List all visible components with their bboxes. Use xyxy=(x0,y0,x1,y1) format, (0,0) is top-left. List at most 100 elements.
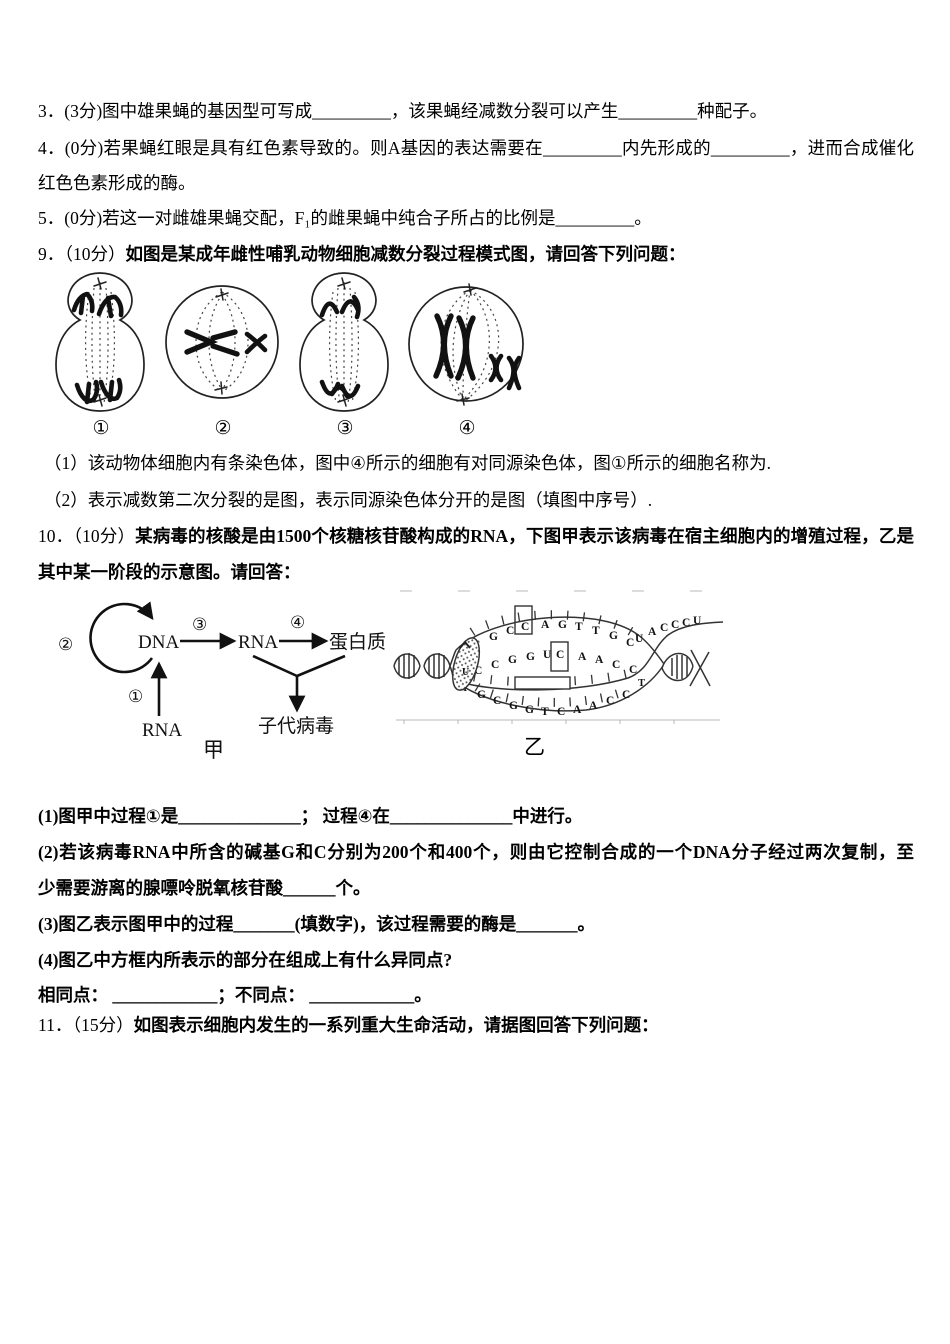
base-letter: C xyxy=(671,619,679,631)
question-11-text: 如图表示细胞内发生的一系列重大生命活动，请据图回答下列问题： xyxy=(133,1015,659,1035)
base-letter: G xyxy=(477,689,486,701)
cell-3-label: ③ xyxy=(336,417,354,439)
base-letter: C xyxy=(557,706,565,718)
question-11-number: 11．（15分） xyxy=(38,1015,134,1035)
diagram-jia-label: 甲 xyxy=(203,738,224,762)
question-4-line1: 4．(0分)若果蝇红眼是具有红色素导致的。则A基因的表达需要在_________… xyxy=(38,138,914,158)
base-letter: U xyxy=(693,615,702,627)
cell-diagram-4: ④ xyxy=(406,270,528,439)
base-letter: T xyxy=(592,625,600,637)
base-letter: T xyxy=(541,706,549,718)
question-10-text: 某病毒的核酸是由1500个核糖核苷酸构成的RNA，下图甲表示该病毒在宿主细胞内的… xyxy=(135,526,914,546)
base-letter: C xyxy=(612,659,620,671)
dna-self-replication-loop-arrow xyxy=(89,601,154,674)
step-2-circle: ② xyxy=(58,635,73,655)
dna-node: DNA xyxy=(138,632,179,653)
cell-1-label: ① xyxy=(92,417,110,439)
rna-strand-bases: C C G G U C A A C C xyxy=(474,641,637,677)
base-letter: U xyxy=(543,649,552,661)
diagram-yi: C G C C A G T T G C C C G G U C A xyxy=(392,578,727,765)
base-letter: G xyxy=(609,630,618,642)
template-strand-bases: C G C C A G T T G C xyxy=(472,605,634,651)
meiosis-cell-3-figure xyxy=(299,272,389,412)
right-dna-helix xyxy=(661,649,711,687)
diagram-jia: ② DNA ③ RNA ④ 蛋白质 子代病毒 ① RNA 甲 xyxy=(40,590,400,767)
protein-node: 蛋白质 xyxy=(329,631,386,653)
base-letter: G xyxy=(489,631,498,643)
offspring-virus-node: 子代病毒 xyxy=(258,715,334,737)
cell-diagram-3: ③ xyxy=(284,270,406,439)
bottom-guide-line xyxy=(396,719,720,724)
base-letter: T xyxy=(462,684,469,694)
highlight-box-empty xyxy=(514,676,571,690)
base-letter: C xyxy=(491,659,499,671)
boxed-base-top xyxy=(514,605,533,635)
base-letter: U xyxy=(635,633,644,645)
meiosis-cell-2-figure xyxy=(165,285,279,399)
question-10-sub3: (3)图乙表示图甲中的过程_______(填数字)，该过程需要的酶是______… xyxy=(38,914,596,934)
question-9-text: 如图是某成年雌性哺乳动物细胞减数分裂过程模式图，请回答下列问题： xyxy=(125,244,686,264)
question-9-sub2: （2）表示减数第二次分裂的是图，表示同源染色体分开的是图（填图中序号）. xyxy=(44,490,653,510)
base-letter: C xyxy=(474,665,482,677)
coding-strand-curve xyxy=(453,665,664,712)
question-10-sub4-answers: 相同点： ____________；不同点： ____________。 xyxy=(38,985,432,1005)
base-letter: T xyxy=(638,678,645,689)
question-10-sub4: (4)图乙中方框内所表示的部分在组成上有什么异同点? xyxy=(38,950,453,970)
question-9-sub1: （1）该动物体细胞内有条染色体，图中④所示的细胞有对同源染色体，图①所示的细胞名… xyxy=(44,453,771,473)
base-letter: A xyxy=(648,626,657,638)
base-letter: C xyxy=(629,664,637,676)
base-letter: C xyxy=(506,625,514,637)
base-letter: G xyxy=(526,651,535,663)
question-10-stem-line1: 10．（10分）某病毒的核酸是由1500个核糖核苷酸构成的RNA，下图甲表示该病… xyxy=(38,525,914,547)
rna-polymerase-enzyme: U xyxy=(451,637,481,691)
base-letter: G xyxy=(558,619,567,631)
virus-replication-flow-figure: ② DNA ③ RNA ④ 蛋白质 子代病毒 ① RNA 甲 xyxy=(58,601,386,762)
cell-diagram-1: ① xyxy=(40,270,162,439)
base-letter: G xyxy=(509,700,518,712)
base-letter: C xyxy=(606,695,614,707)
base-letter: G xyxy=(508,654,517,666)
base-letter: G xyxy=(525,704,534,716)
base-letter: A xyxy=(595,654,604,666)
boxed-base-rna xyxy=(550,641,569,672)
step-4-circle: ④ xyxy=(290,613,305,633)
base-letter: C xyxy=(556,649,564,661)
enzyme-base-letter: U xyxy=(462,667,469,678)
base-letter: C xyxy=(521,621,529,633)
base-letter: T xyxy=(575,621,583,633)
base-letter: C xyxy=(626,637,634,649)
question-10-sub1: (1)图甲中过程①是______________； 过程④在__________… xyxy=(38,806,583,826)
base-letter: C xyxy=(682,617,690,629)
diagram-yi-label: 乙 xyxy=(524,735,545,759)
base-letter: C xyxy=(660,622,668,634)
question-9-stem: 9．（10分）如图是某成年雌性哺乳动物细胞减数分裂过程模式图，请回答下列问题： xyxy=(38,243,686,265)
question-9-number: 9．（10分） xyxy=(38,244,126,264)
question-3: 3．(3分)图中雄果蝇的基因型可写成_________，该果蝇经减数分裂可以产生… xyxy=(38,101,768,121)
step-3-circle: ③ xyxy=(192,615,207,635)
base-letter: A xyxy=(573,704,582,716)
meiosis-cell-diagrams: ① ② ③ xyxy=(40,270,540,439)
base-letter: A xyxy=(541,619,550,631)
meiosis-cell-4-figure xyxy=(408,283,524,406)
top-strand-ticks xyxy=(469,610,635,636)
rna-exit-bases: U A C C C U xyxy=(635,615,702,645)
base-letter: C xyxy=(622,689,630,701)
question-10-sub2-line1: (2)若该病毒RNA中所含的碱基G和C分别为200个和400个，则由它控制合成的… xyxy=(38,842,914,862)
meiosis-cell-1-figure xyxy=(55,272,145,412)
step-1-circle: ① xyxy=(128,687,143,707)
transcription-bubble-figure: C G C C A G T T G C C C G G U C A xyxy=(393,590,724,759)
question-5: 5．(0分)若这一对雌雄果蝇交配，F₁的雌果蝇中纯合子所占的比例是_______… xyxy=(38,208,652,228)
rna-node: RNA xyxy=(238,632,278,653)
question-11-stem: 11．（15分）如图表示细胞内发生的一系列重大生命活动，请据图回答下列问题： xyxy=(38,1014,659,1036)
base-letter: C xyxy=(493,695,501,707)
base-letter: A xyxy=(589,700,598,712)
cell-4-label: ④ xyxy=(458,417,476,439)
coding-strand-bases: G C G G T C A A C C T T xyxy=(462,678,645,718)
question-4-line2: 红色色素形成的酶。 xyxy=(38,173,196,193)
left-dna-helix xyxy=(393,649,457,682)
question-10-number: 10．（10分） xyxy=(38,526,136,546)
question-10-sub2-line2: 少需要游离的腺嘌呤脱氧核苷酸______个。 xyxy=(38,878,371,898)
template-rna-node: RNA xyxy=(142,720,182,741)
cell-diagram-2: ② xyxy=(162,270,284,439)
